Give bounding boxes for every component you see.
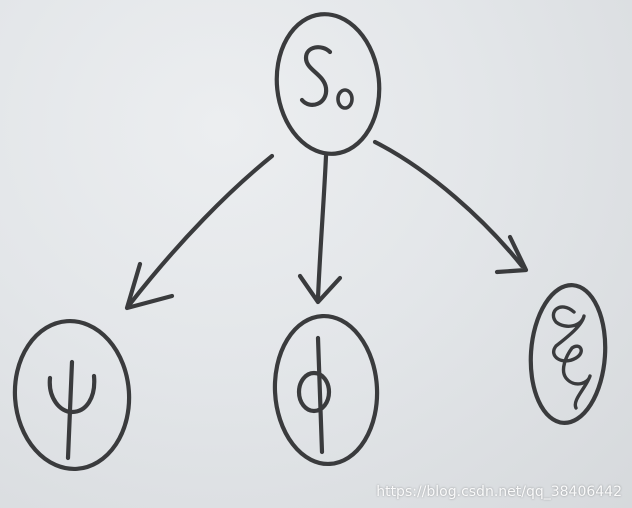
node-phi-stem [315,335,325,455]
edge-s0-phi [297,153,343,305]
node-sigma-glyph [551,305,592,410]
node-phi-circle [272,313,380,467]
node-phi-glyph-loop [296,370,332,414]
edge-s0-psi-line [127,153,275,307]
edge-s0-phi-line [315,153,329,301]
node-s0: S₀ [274,12,382,156]
node-s0-glyph-s [299,45,333,107]
node-sigma: ℓℓ [528,283,608,425]
node-sigma-circle [528,283,608,425]
edge-s0-psi [124,153,275,311]
node-psi-circle [12,318,132,472]
edge-s0-sigma [372,139,529,275]
edge-s0-sigma-line [372,139,525,269]
edge-s0-psi-arrowhead [124,261,175,311]
node-phi: ϕ [272,313,380,467]
node-psi: ψ [12,318,132,472]
edge-s0-phi-arrowhead [297,273,343,305]
edge-s0-sigma-arrowhead [494,234,529,275]
node-s0-glyph-0 [336,88,354,110]
node-s0-circle [274,12,382,156]
node-psi-stem [65,359,75,461]
watermark-url: https://blog.csdn.net/qq_38406442 [376,484,622,500]
